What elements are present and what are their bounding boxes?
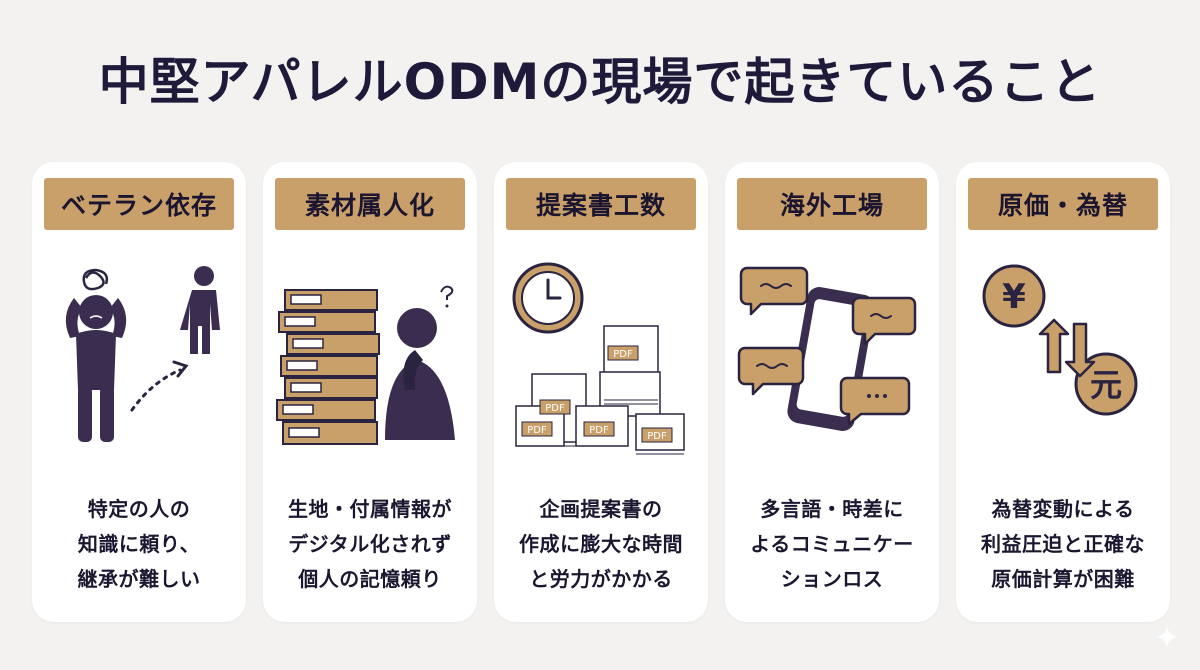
- pdf-label: PDF: [527, 425, 547, 436]
- card-label: 素材属人化: [275, 178, 465, 230]
- yen-symbol: ¥: [1002, 277, 1026, 317]
- card-overseas-factory: 海外工場 多言: [725, 162, 939, 622]
- page-title: 中堅アパレルODMの現場で起きていること: [98, 53, 1102, 111]
- binders-and-worried-person-icon: [265, 250, 475, 460]
- sparkle-icon: [1157, 627, 1177, 647]
- card-veteran-dependency: ベテラン依存 特定の人の 知識: [32, 162, 246, 622]
- stressed-veteran-and-newcomer-icon: [34, 250, 244, 460]
- card-label: 提案書工数: [506, 178, 696, 230]
- card-proposal-workload: 提案書工数: [494, 162, 708, 622]
- pdf-label: PDF: [613, 349, 633, 360]
- card-material-siloing: 素材属人化: [263, 162, 477, 622]
- card-row: ベテラン依存 特定の人の 知識: [32, 162, 1170, 622]
- card-label: 海外工場: [737, 178, 927, 230]
- card-label: 原価・為替: [968, 178, 1158, 230]
- card-description: 企画提案書の 作成に膨大な時間 と労力がかかる: [519, 497, 683, 591]
- card-label: ベテラン依存: [44, 178, 234, 230]
- smartphone-chat-bubbles-icon: [727, 250, 937, 460]
- card-description: 生地・付属情報が デジタル化されず 個人の記憶頼り: [288, 497, 452, 591]
- pdf-label: PDF: [589, 425, 609, 436]
- pdf-label: PDF: [545, 403, 565, 414]
- card-description: 為替変動による 利益圧迫と正確な 原価計算が困難: [981, 497, 1145, 591]
- card-cost-and-exchange: 原価・為替 ¥ 元 為替変動による 利益圧迫と正確な 原価計算が困難: [956, 162, 1170, 622]
- card-description: 特定の人の 知識に頼り、 継承が難しい: [77, 497, 201, 591]
- yuan-symbol: 元: [1090, 366, 1122, 404]
- clock-and-pdf-stack-icon: PDF PDF PDF PDF PDF: [496, 250, 706, 460]
- card-description: 多言語・時差に よるコミュニケー ションロス: [750, 497, 914, 591]
- yen-yuan-exchange-icon: ¥ 元: [958, 250, 1168, 460]
- pdf-label: PDF: [647, 431, 667, 442]
